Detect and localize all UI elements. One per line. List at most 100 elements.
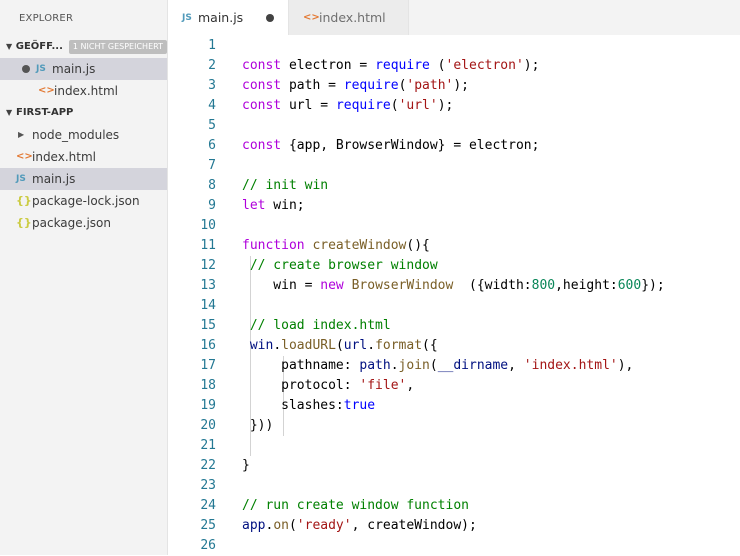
line-number: 20 [200,418,216,433]
tab-label: main.js [198,10,244,25]
js-file-icon: JS [182,12,192,23]
open-editor-label: index.html [54,84,118,98]
editor-tabs: JS main.js <> index.html [168,0,740,35]
code-text: } [242,458,250,473]
line-number: 3 [208,78,216,93]
line-number: 11 [200,238,216,253]
code-line[interactable]: 19 slashes:true [168,396,740,416]
line-number: 12 [200,258,216,273]
line-number: 16 [200,338,216,353]
explorer-sidebar: EXPLORER ▼ GEÖFF... 1 NICHT GESPEICHERT … [0,0,168,555]
js-file-icon: JS [16,174,26,184]
code-text: let win; [242,198,305,213]
line-number: 7 [208,158,216,173]
chevron-right-icon: ▶ [18,130,25,139]
code-line[interactable]: 18 protocol: 'file', [168,376,740,396]
open-editors-header[interactable]: ▼ GEÖFF... 1 NICHT GESPEICHERT [0,36,167,58]
tree-item-label: main.js [32,172,76,186]
code-text: const {app, BrowserWindow} = electron; [242,138,540,153]
tree-item-node-modules[interactable]: ▶ node_modules [0,124,167,146]
code-line[interactable]: 5 [168,116,740,136]
line-number: 6 [208,138,216,153]
code-text: // init win [242,178,329,193]
html-file-icon: <> [16,151,33,162]
code-line[interactable]: 1 [168,36,740,56]
code-line[interactable]: 13 win = new BrowserWindow ({width:800,h… [168,276,740,296]
line-number: 15 [200,318,216,333]
code-line[interactable]: 9 let win; [168,196,740,216]
line-number: 14 [200,298,216,313]
project-header[interactable]: ▼ FIRST-APP [0,102,167,124]
tree-item-label: package.json [32,216,112,230]
unsaved-badge: 1 NICHT GESPEICHERT [68,40,167,54]
code-line[interactable]: 8 // init win [168,176,740,196]
line-number: 17 [200,358,216,373]
open-editor-label: main.js [52,62,96,76]
line-number: 1 [208,38,216,53]
code-line[interactable]: 21 [168,436,740,456]
code-line[interactable]: 20 })) [168,416,740,436]
project-label: FIRST-APP [16,107,74,118]
explorer-title: EXPLORER [19,13,74,24]
line-number: 4 [208,98,216,113]
code-text: protocol: 'file', [242,378,415,393]
code-line[interactable]: 7 [168,156,740,176]
tree-item-package-json[interactable]: {} package.json [0,212,167,234]
line-number: 9 [208,198,216,213]
tab-index-html[interactable]: <> index.html [289,0,409,35]
open-editors-label: GEÖFF... [15,41,63,52]
code-line[interactable]: 17 pathname: path.join(__dirname, 'index… [168,356,740,376]
line-number: 25 [200,518,216,533]
code-line[interactable]: 15 // load index.html [168,316,740,336]
code-text: pathname: path.join(__dirname, 'index.ht… [242,358,634,373]
line-number: 8 [208,178,216,193]
code-line[interactable]: 26 [168,536,740,556]
code-line[interactable]: 16 win.loadURL(url.format({ [168,336,740,356]
tree-item-index-html[interactable]: <> index.html [0,146,167,168]
indent-guide [250,256,251,456]
tree-item-main-js[interactable]: JS main.js [0,168,167,190]
code-text: })) [242,418,274,433]
code-text: win = new BrowserWindow ({width:800,heig… [242,278,665,293]
line-number: 5 [208,118,216,133]
unsaved-dot-icon[interactable] [266,13,274,22]
line-number: 13 [200,278,216,293]
tree-item-label: node_modules [32,128,120,142]
line-number: 18 [200,378,216,393]
line-number: 21 [200,438,216,453]
line-number: 19 [200,398,216,413]
code-line[interactable]: 22} [168,456,740,476]
open-editor-index-html[interactable]: <> index.html [0,80,167,102]
line-number: 24 [200,498,216,513]
open-editor-main-js[interactable]: JS main.js [0,58,167,80]
code-line[interactable]: 10 [168,216,740,236]
html-file-icon: <> [38,85,55,96]
chevron-down-icon: ▼ [6,108,13,117]
code-text: const url = require('url'); [242,98,454,113]
tab-label: index.html [319,10,386,25]
code-line[interactable]: 24 // run create window function [168,496,740,516]
unsaved-dot-icon[interactable] [22,65,30,73]
code-line[interactable]: 25 app.on('ready', createWindow); [168,516,740,536]
tree-item-package-lock-json[interactable]: {} package-lock.json [0,190,167,212]
code-line[interactable]: 14 [168,296,740,316]
code-line[interactable]: 12 // create browser window [168,256,740,276]
code-line[interactable]: 4 const url = require('url'); [168,96,740,116]
code-text: // create browser window [249,258,438,273]
code-text: // run create window function [242,498,469,513]
indent-guide [283,356,284,436]
chevron-down-icon: ▼ [6,42,13,51]
js-file-icon: JS [36,64,46,74]
code-line[interactable]: 6 const {app, BrowserWindow} = electron; [168,136,740,156]
code-text: app.on('ready', createWindow); [242,518,477,533]
line-number: 23 [200,478,216,493]
line-number: 22 [200,458,216,473]
code-line[interactable]: 23 [168,476,740,496]
tab-main-js[interactable]: JS main.js [168,0,289,35]
code-text: // load index.html [249,318,391,333]
line-number: 2 [208,58,216,73]
